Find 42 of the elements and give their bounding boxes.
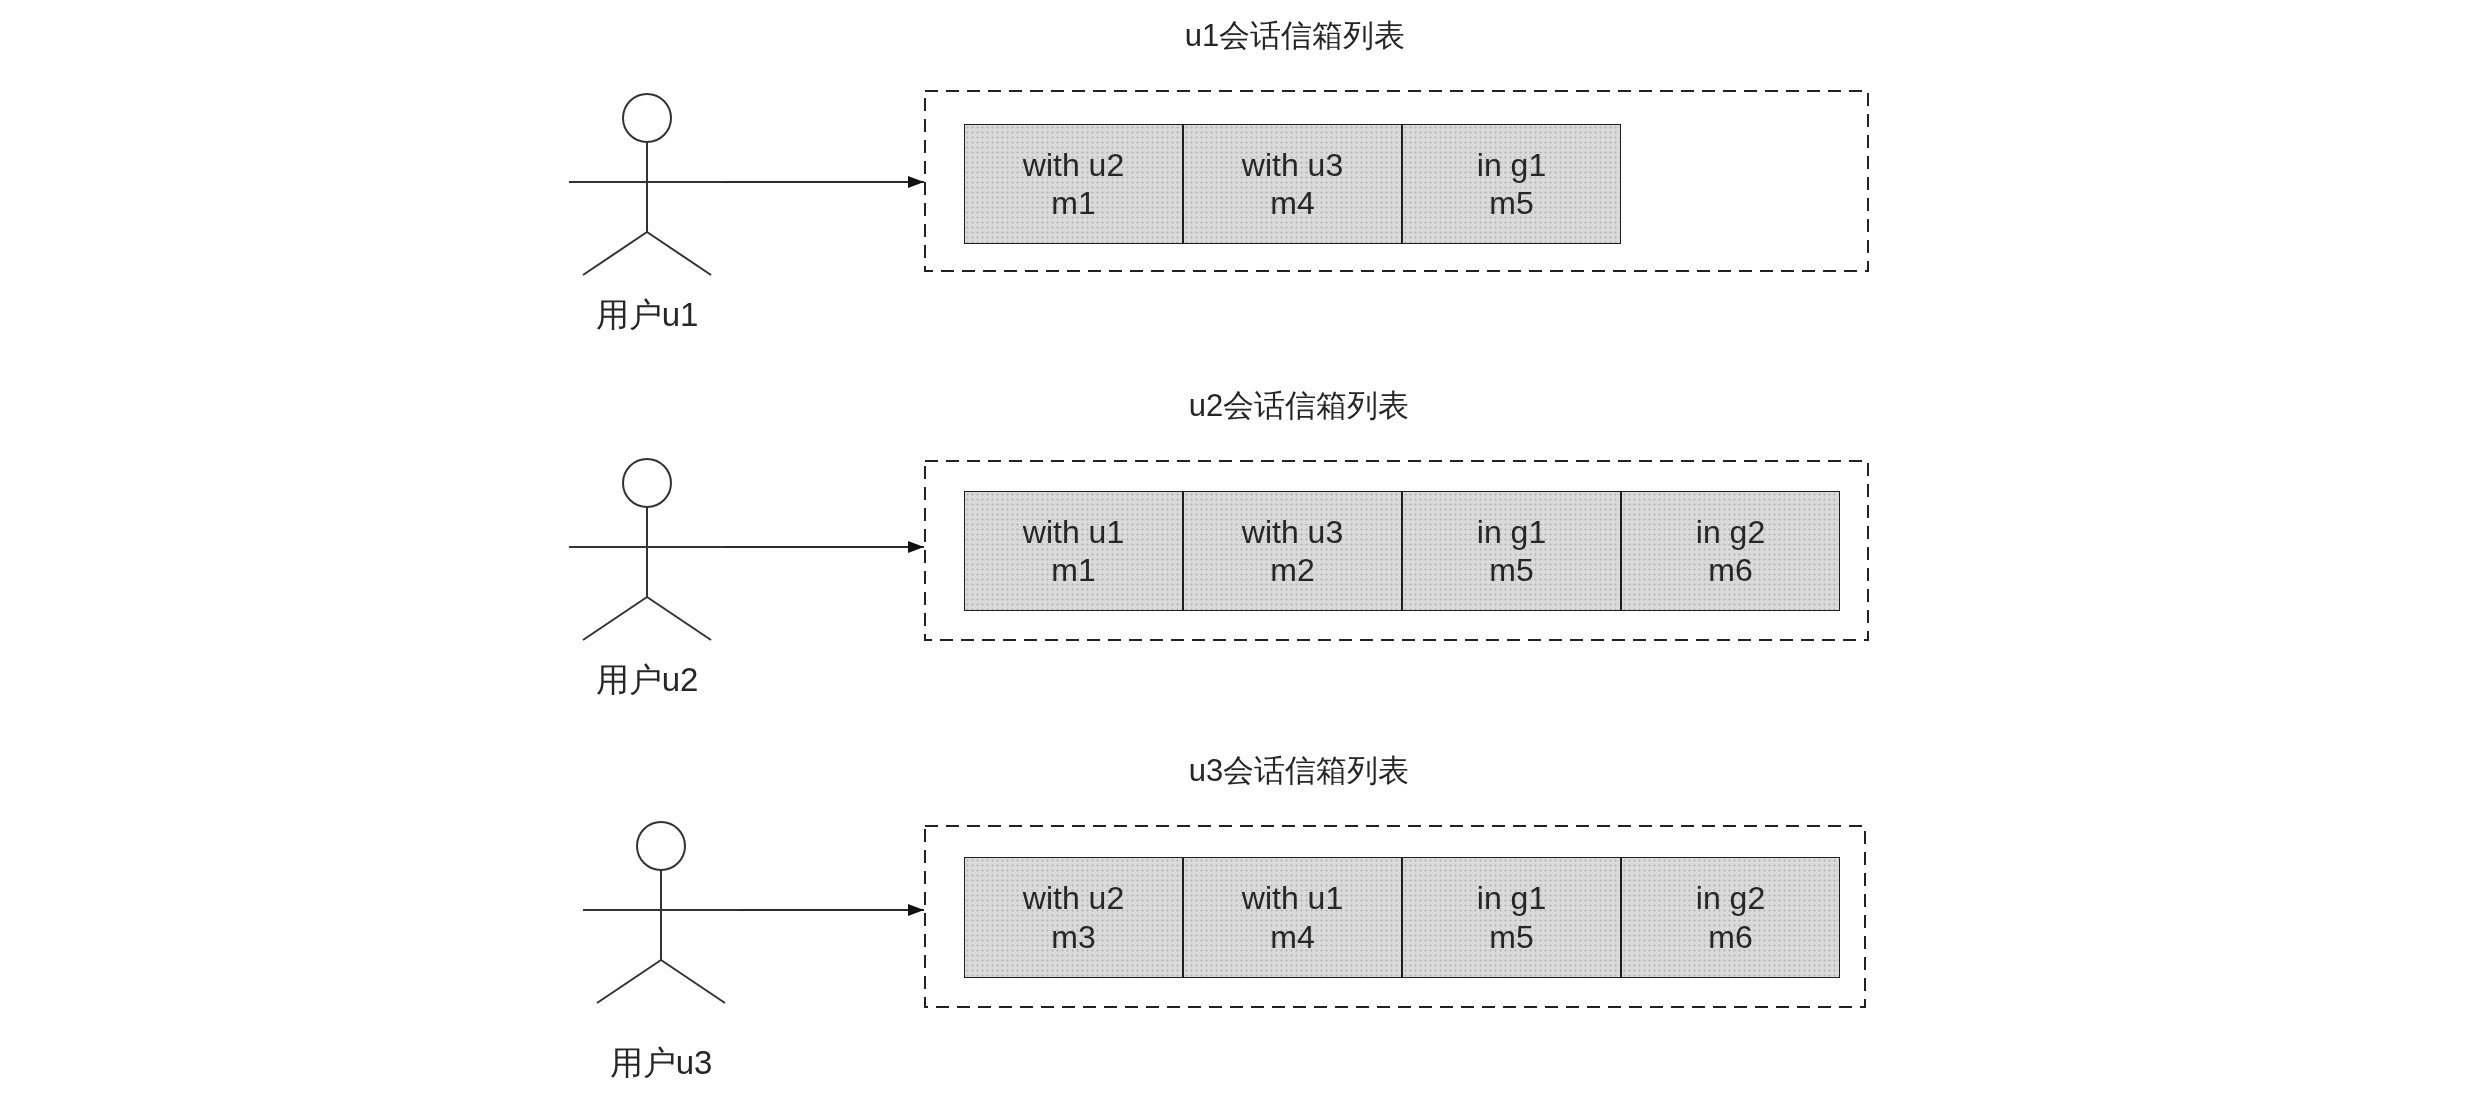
arrow xyxy=(724,541,925,553)
chat-label: with u3 xyxy=(1241,145,1344,184)
message-label: m4 xyxy=(1270,184,1315,223)
user-label: 用户u1 xyxy=(595,295,699,335)
chat-label: with u3 xyxy=(1241,512,1344,551)
list-cell xyxy=(964,491,1183,611)
message-label: m6 xyxy=(1708,917,1753,956)
message-label: m6 xyxy=(1708,551,1753,590)
chat-label: in g2 xyxy=(1695,879,1766,918)
chat-label: in g2 xyxy=(1695,512,1766,551)
user-label: 用户u3 xyxy=(609,1043,713,1083)
chat-label: with u2 xyxy=(1022,879,1125,918)
chat-label: with u2 xyxy=(1022,145,1125,184)
list-cell xyxy=(1402,857,1621,978)
message-label: m1 xyxy=(1051,184,1096,223)
list-title: u2会话信箱列表 xyxy=(1188,387,1410,425)
message-label: m3 xyxy=(1051,917,1096,956)
chat-label: in g1 xyxy=(1476,145,1547,184)
list-cell xyxy=(964,124,1183,244)
message-label: m1 xyxy=(1051,551,1096,590)
arrow xyxy=(724,176,925,188)
list-title: u1会话信箱列表 xyxy=(1184,17,1406,55)
message-label: m5 xyxy=(1489,184,1534,223)
message-label: m5 xyxy=(1489,917,1534,956)
list-title: u3会话信箱列表 xyxy=(1188,752,1410,790)
list-cell xyxy=(1402,124,1621,244)
message-label: m4 xyxy=(1270,917,1315,956)
list-cell xyxy=(1183,124,1402,244)
chat-label: with u1 xyxy=(1022,512,1125,551)
chat-label: in g1 xyxy=(1476,879,1547,918)
user-label: 用户u2 xyxy=(595,660,699,700)
chat-label: in g1 xyxy=(1476,512,1547,551)
list-cell xyxy=(1183,857,1402,978)
arrow xyxy=(738,904,925,916)
message-label: m2 xyxy=(1270,551,1315,590)
list-cell xyxy=(1621,491,1840,611)
list-cell xyxy=(1183,491,1402,611)
list-cell xyxy=(1621,857,1840,978)
list-cell xyxy=(964,857,1183,978)
message-label: m5 xyxy=(1489,551,1534,590)
list-cell xyxy=(1402,491,1621,611)
chat-label: with u1 xyxy=(1241,879,1344,918)
